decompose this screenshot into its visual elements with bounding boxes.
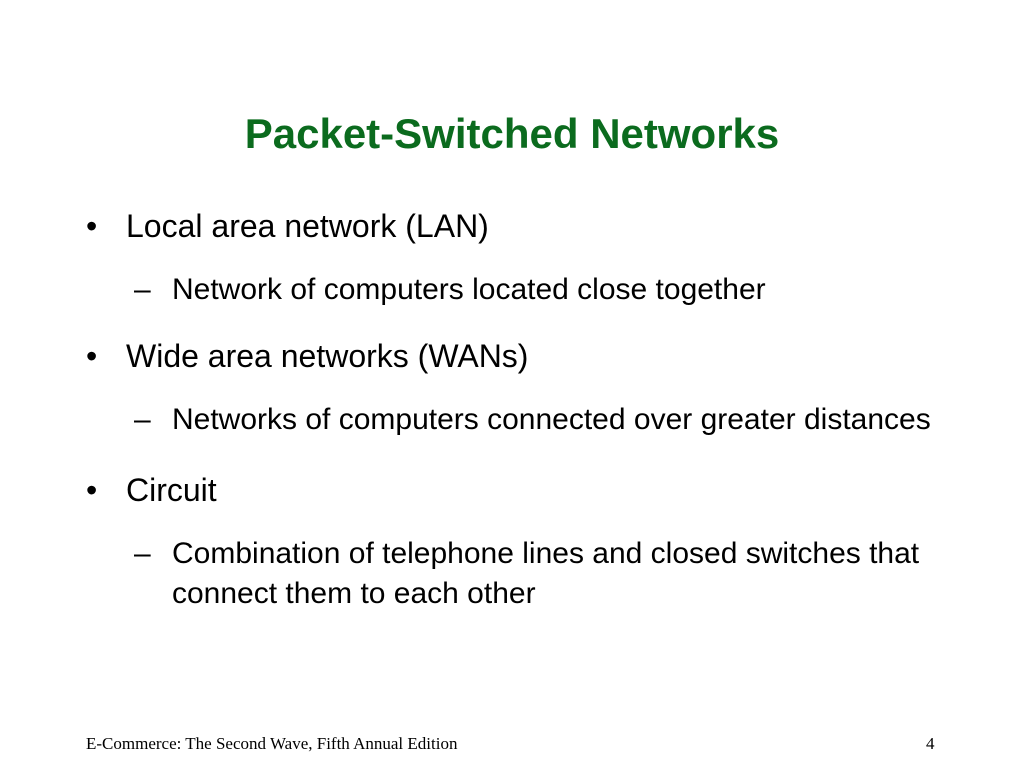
sub-marker: –	[134, 537, 151, 570]
bullet-marker: •	[86, 338, 98, 374]
sub-text: Network of computers located close toget…	[172, 273, 766, 306]
bullet-list: • Local area network (LAN) – Network of …	[84, 204, 944, 614]
bullet-text: Local area network (LAN)	[126, 208, 489, 244]
sub-marker: –	[134, 403, 151, 436]
bullet-marker: •	[86, 472, 98, 508]
sub-text: Networks of computers connected over gre…	[172, 403, 931, 436]
sub-item-lan: – Network of computers located close tog…	[84, 270, 944, 310]
footer-source: E-Commerce: The Second Wave, Fifth Annua…	[86, 734, 458, 753]
sub-text: Combination of telephone lines and close…	[172, 537, 920, 610]
bullet-text: Wide area networks (WANs)	[126, 338, 529, 374]
bullet-text: Circuit	[126, 472, 217, 508]
page-number: 4	[926, 734, 935, 753]
sub-item-circuit: – Combination of telephone lines and clo…	[84, 534, 944, 614]
sub-item-wan: – Networks of computers connected over g…	[84, 400, 944, 440]
bullet-marker: •	[86, 208, 98, 244]
sub-marker: –	[134, 273, 151, 306]
bullet-item-wan: • Wide area networks (WANs)	[84, 334, 944, 378]
slide-title: Packet-Switched Networks	[244, 110, 780, 157]
bullet-item-circuit: • Circuit	[84, 468, 944, 512]
bullet-item-lan: • Local area network (LAN)	[84, 204, 944, 248]
